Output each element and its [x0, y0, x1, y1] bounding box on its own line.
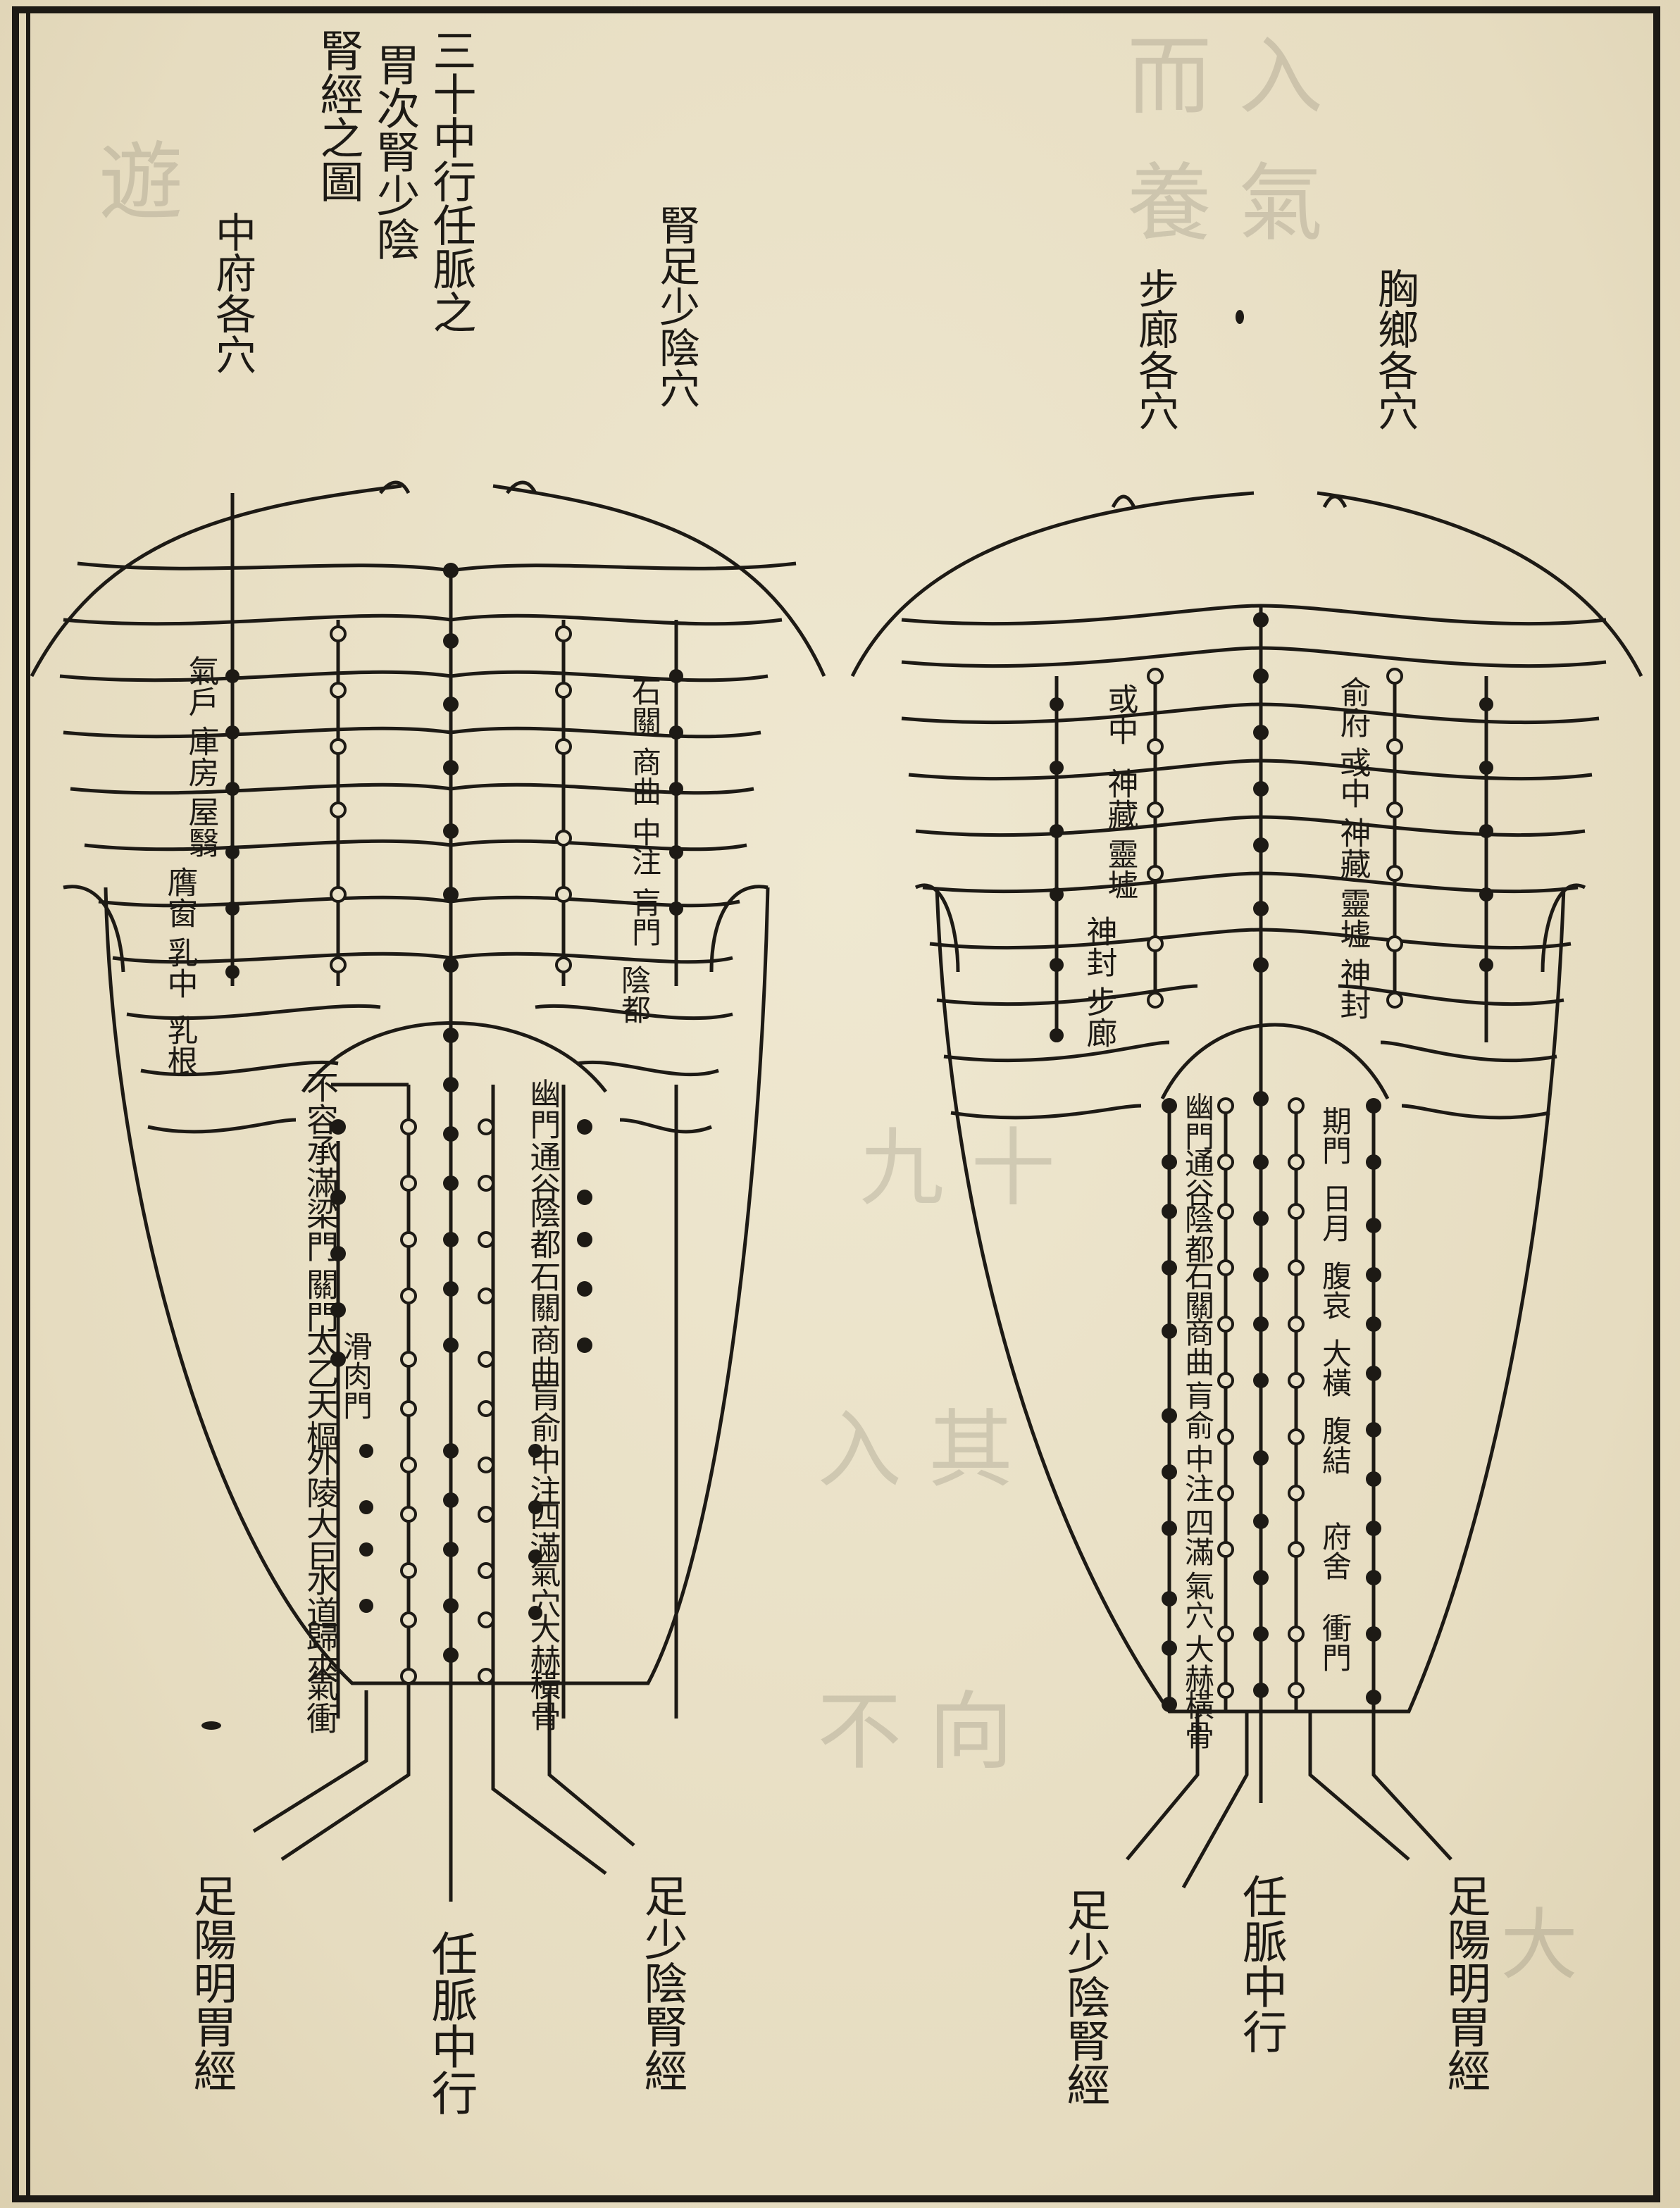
left-rib-label: 膺窗	[162, 866, 198, 928]
left-abd-label: 天樞	[301, 1387, 340, 1452]
left-abd-label: 關門	[301, 1268, 340, 1333]
right-rib-label-r: 靈墟	[1335, 887, 1371, 949]
left-abd-r-label: 幽門	[525, 1078, 561, 1140]
right-abd-label: 氣穴	[1181, 1571, 1215, 1630]
left-abdomen-labels: 不容 承滿 梁門 關門 太乙 滑肉門 天樞 外陵 大巨 水道 歸來 氣衝	[301, 1071, 373, 1734]
svg-text:不 向: 不 向	[817, 1683, 1013, 1781]
right-rib-label-r: 神藏	[1335, 817, 1371, 879]
left-rib-label-r: 陰都	[617, 965, 652, 1024]
svg-text:而 入: 而 入	[1127, 28, 1323, 126]
right-abd-r-label: 日月	[1318, 1183, 1352, 1242]
right-rib-label: 靈墟	[1102, 838, 1138, 900]
right-abd-label: 肓俞	[1181, 1380, 1215, 1440]
right-abdomen-labels: 幽門 通谷 陰都 石關 商曲 肓俞 中注 四滿 氣穴 大赫 橫骨	[1181, 1092, 1215, 1749]
right-rib-label-r: 神封	[1335, 958, 1371, 1020]
left-rib-label: 庫房	[183, 725, 219, 787]
left-abd-label: 外陵	[301, 1444, 340, 1509]
right-abd-r-label: 大橫	[1318, 1338, 1352, 1397]
right-abd-label: 四滿	[1181, 1507, 1215, 1566]
right-top-label-1: 步廊各穴	[1131, 268, 1179, 431]
left-rib-label: 乳根	[162, 1014, 198, 1076]
left-right-rib-labels: 石關 商曲 中注 肓門 陰都	[617, 676, 662, 1024]
right-abd-r-label: 腹結	[1318, 1416, 1352, 1475]
left-abd-r-label: 石關	[525, 1261, 561, 1323]
right-rib-label: 神封	[1081, 916, 1117, 978]
right-bottom-label-2: 任脈中行	[1235, 1873, 1287, 2054]
left-abd-label: 承滿	[301, 1134, 340, 1199]
right-figure	[852, 493, 1641, 1888]
left-abd-label: 大巨	[301, 1507, 340, 1572]
right-bottom-labels: 足少陰腎經 任脈中行 足陽明胃經	[1059, 1873, 1491, 2106]
right-bottom-label-1: 足少陰腎經	[1059, 1888, 1111, 2106]
right-abd-r-label: 府舍	[1318, 1521, 1352, 1580]
left-abd-r-label: 四滿	[525, 1500, 561, 1562]
left-abd-r-label: 通谷	[525, 1141, 561, 1203]
right-right-rib-labels: 俞府 彧中 神藏 靈墟 神封	[1335, 676, 1371, 1020]
right-bottom-label-3: 足陽明胃經	[1440, 1873, 1491, 2092]
right-abd-label: 中注	[1181, 1444, 1215, 1503]
svg-text:養 氣: 養 氣	[1127, 155, 1323, 253]
right-rib-label: 神藏	[1102, 768, 1138, 830]
right-rib-label-r: 彧中	[1335, 747, 1371, 809]
left-rib-label-r: 石關	[628, 676, 662, 735]
left-rib-label: 乳中	[162, 937, 198, 999]
left-abdomen-right-labels: 幽門 通谷 陰都 石關 商曲 肓俞 中注 四滿 氣穴 大赫 橫骨	[525, 1078, 561, 1731]
title-col-2: 胃次腎少陰	[369, 42, 421, 261]
title-col-1: 三十中行任脈之	[425, 28, 477, 334]
left-abd-label: 太乙	[301, 1324, 340, 1389]
left-abd-r-label: 陰都	[525, 1197, 561, 1259]
title-col-3: 腎經之圖	[313, 28, 364, 203]
left-abd-label: 滑肉門	[339, 1331, 373, 1420]
svg-text:九 十: 九 十	[859, 1120, 1055, 1218]
left-bottom-label-1: 足陽明胃經	[186, 1873, 237, 2092]
left-abd-r-label: 中注	[525, 1444, 561, 1506]
right-abd-label: 商曲	[1181, 1317, 1215, 1376]
left-rib-label: 氣戶	[183, 655, 219, 717]
left-rib-label-r: 商曲	[628, 747, 662, 806]
right-abdomen-right-labels: 期門 日月 腹哀 大橫 腹結 府舍 衝門	[1318, 1106, 1352, 1672]
left-abd-r-label: 橫骨	[525, 1669, 561, 1731]
right-rib-label-r: 俞府	[1335, 676, 1371, 738]
svg-text:遊: 遊	[99, 134, 183, 232]
right-abd-r-label: 腹哀	[1318, 1261, 1352, 1320]
left-top-label-2: 腎足少陰穴	[652, 204, 700, 408]
right-abd-label: 橫骨	[1181, 1690, 1215, 1749]
left-rib-label-r: 中注	[628, 817, 662, 876]
left-top-label-1: 中府各穴	[209, 211, 256, 375]
right-rib-label: 或中	[1102, 683, 1138, 745]
svg-text:入 其: 入 其	[817, 1402, 1013, 1499]
right-abd-label: 石關	[1181, 1261, 1215, 1320]
title-block: 三十中行任脈之 胃次腎少陰 腎經之圖	[313, 28, 477, 334]
right-abd-r-label: 期門	[1318, 1106, 1352, 1165]
left-rib-label: 屋翳	[183, 796, 219, 858]
right-abd-label: 陰都	[1181, 1204, 1215, 1264]
right-abd-r-label: 衝門	[1318, 1613, 1352, 1672]
right-abd-label: 幽門	[1181, 1092, 1215, 1151]
right-rib-label: 步廊	[1081, 986, 1117, 1048]
left-rib-label-r: 肓門	[628, 887, 662, 947]
left-abd-label: 不容	[301, 1071, 340, 1135]
left-abd-r-label: 商曲	[525, 1324, 561, 1386]
left-abd-r-label: 氣穴	[525, 1557, 561, 1618]
right-abd-label: 通谷	[1181, 1148, 1215, 1207]
left-bottom-label-3: 足少陰腎經	[637, 1873, 688, 2092]
left-abd-label: 水道	[301, 1564, 340, 1628]
right-top-label-2: 胸鄉各穴	[1371, 268, 1419, 431]
left-figure	[32, 482, 824, 1902]
left-abd-r-label: 大赫	[525, 1613, 561, 1675]
left-abd-label: 梁門	[301, 1197, 340, 1262]
svg-text:大: 大	[1500, 1900, 1578, 1990]
left-bottom-label-2: 任脈中行	[424, 1930, 478, 2116]
right-top-labels: 步廊各穴 胸鄉各穴	[1131, 268, 1419, 431]
left-abd-r-label: 肓俞	[525, 1380, 561, 1442]
left-bottom-labels: 足陽明胃經 任脈中行 足少陰腎經	[186, 1873, 688, 2116]
right-abd-label: 大赫	[1181, 1634, 1215, 1693]
left-abd-label: 氣衝	[301, 1669, 340, 1734]
left-rib-labels: 氣戶 庫房 屋翳 膺窗 乳中 乳根	[162, 655, 219, 1076]
